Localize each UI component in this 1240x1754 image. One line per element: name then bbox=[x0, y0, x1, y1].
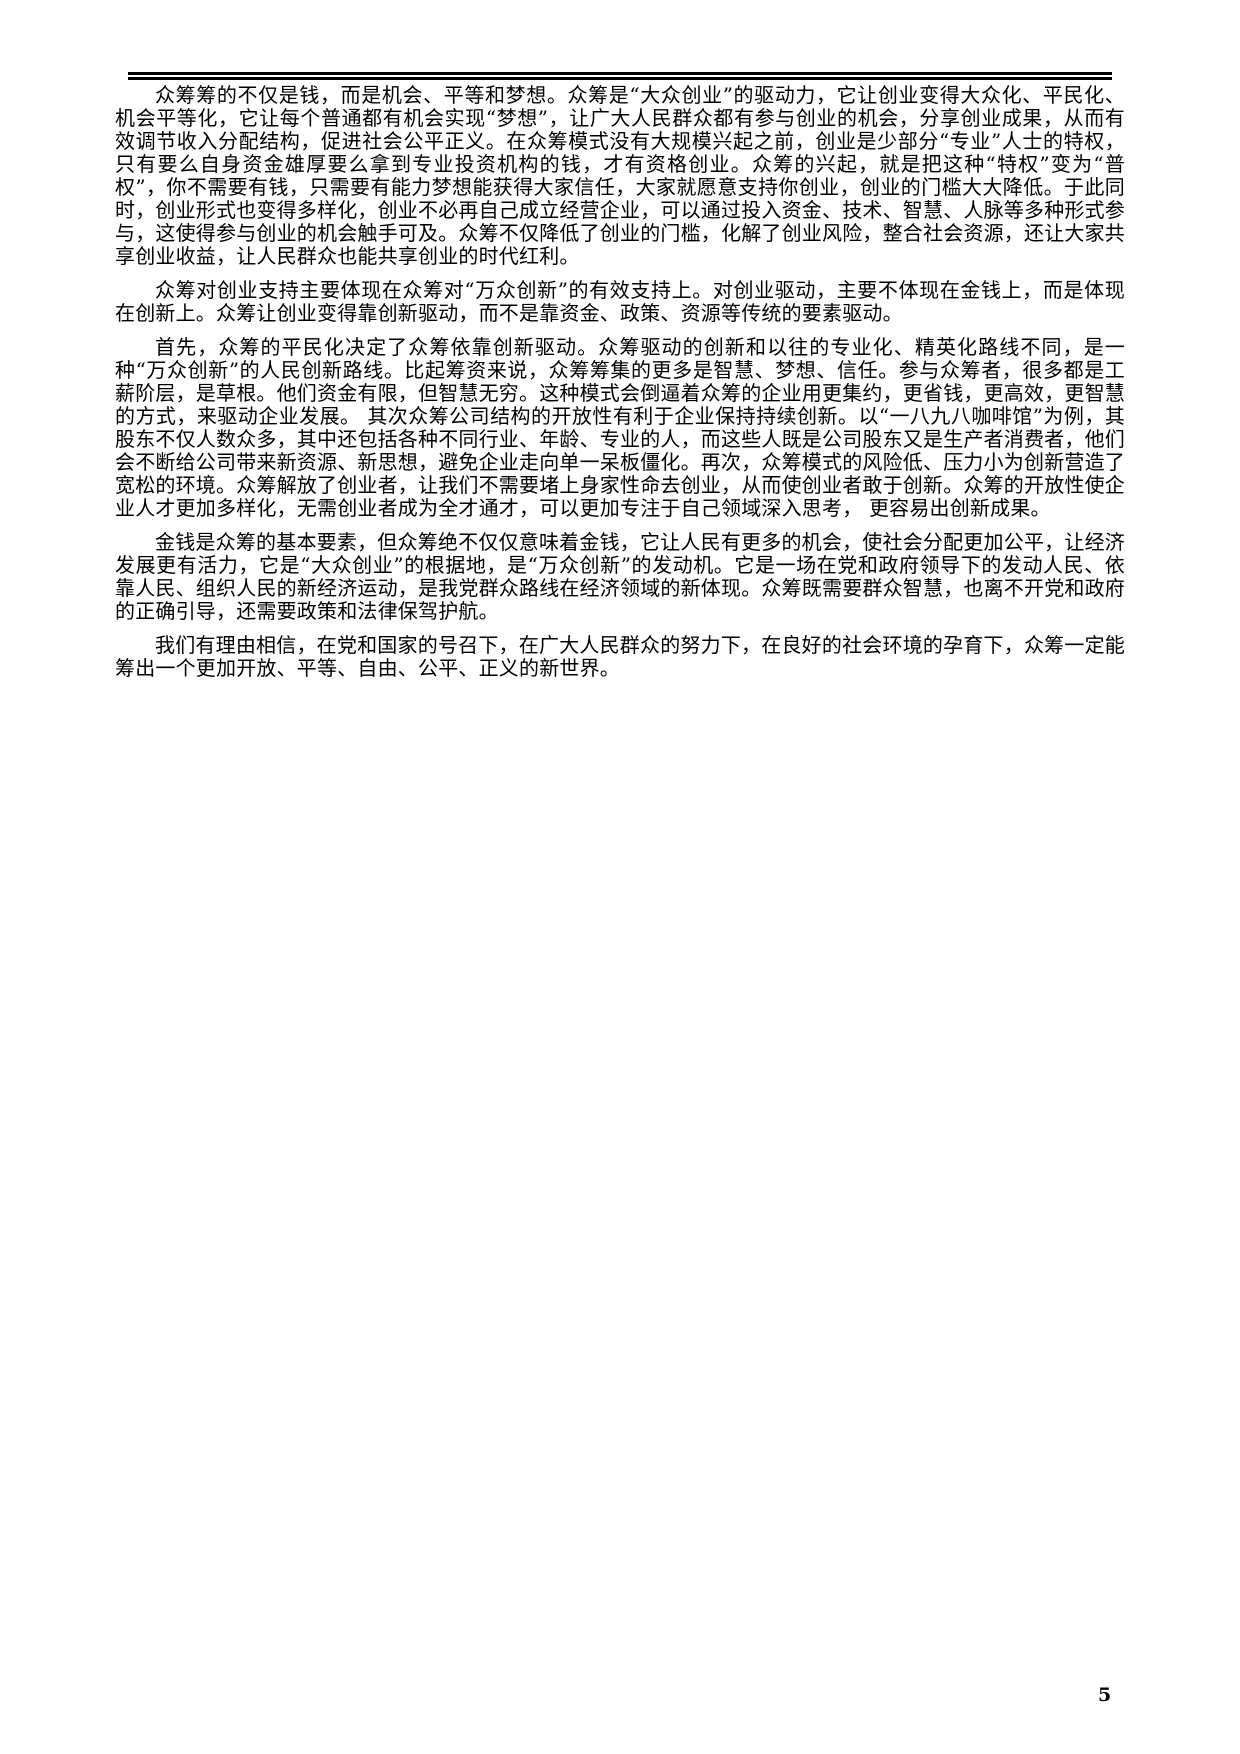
page-number: 5 bbox=[1098, 1684, 1112, 1706]
paragraph-5: 我们有理由相信，在党和国家的号召下，在广大人民群众的努力下，在良好的社会环境的孕… bbox=[115, 633, 1125, 680]
paragraph-2: 众筹对创业支持主要体现在众筹对“万众创新”的有效支持上。对创业驱动，主要不体现在… bbox=[115, 278, 1125, 325]
document-body: 众筹筹的不仅是钱，而是机会、平等和梦想。众筹是“大众创业”的驱动力，它让创业变得… bbox=[115, 84, 1125, 691]
header-double-rule bbox=[128, 72, 1112, 80]
paragraph-4: 金钱是众筹的基本要素，但众筹绝不仅仅意味着金钱，它让人民有更多的机会，使社会分配… bbox=[115, 530, 1125, 623]
paragraph-3: 首先，众筹的平民化决定了众筹依靠创新驱动。众筹驱动的创新和以往的专业化、精英化路… bbox=[115, 335, 1125, 520]
paragraph-1: 众筹筹的不仅是钱，而是机会、平等和梦想。众筹是“大众创业”的驱动力，它让创业变得… bbox=[115, 83, 1125, 268]
